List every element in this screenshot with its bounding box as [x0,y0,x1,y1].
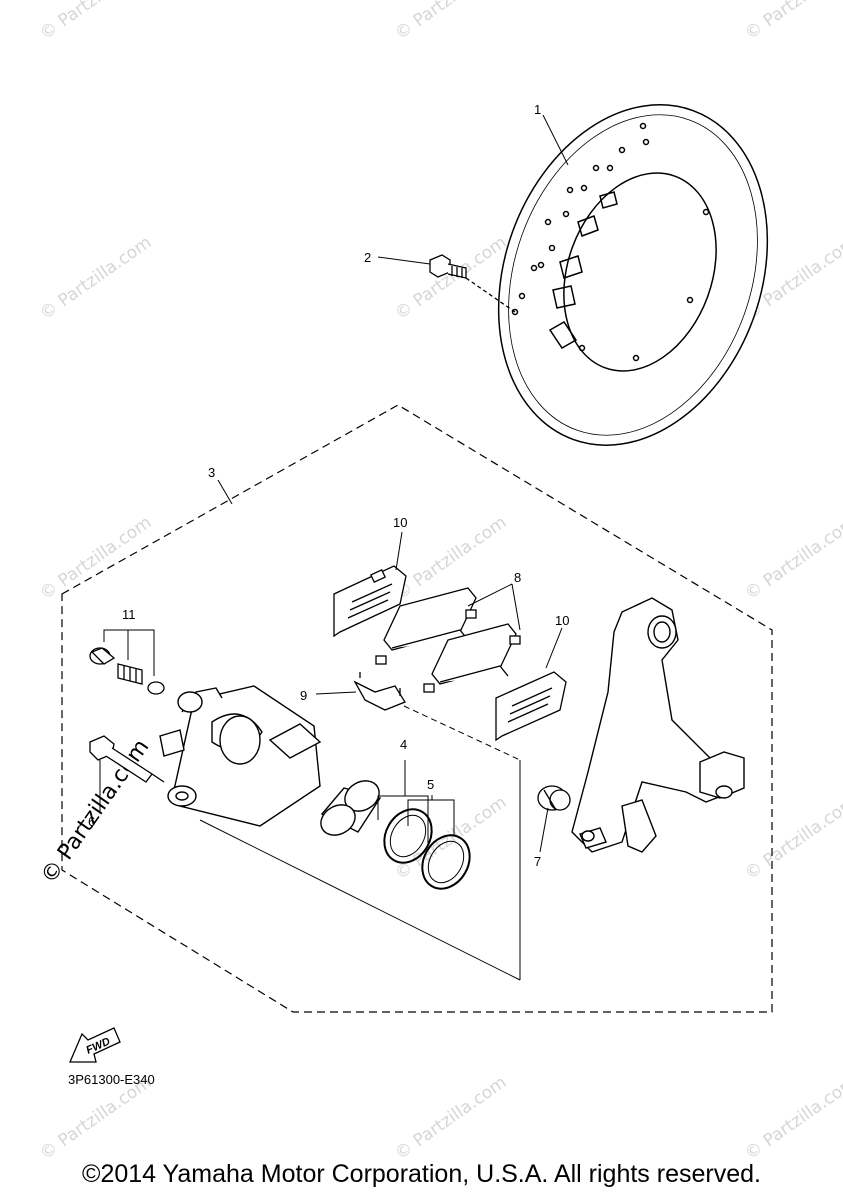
callout-11: 11 [122,607,136,622]
piston-seals [383,808,471,890]
disc-bolt [429,254,516,313]
watermark-text: © Partzilla.com [391,232,510,324]
brake-disc [497,104,769,446]
pad-shim-upper [333,565,407,638]
copyright-notice: ©2014 Yamaha Motor Corporation, U.S.A. A… [82,1160,761,1188]
caliper-body [159,685,322,827]
callout-1: 1 [534,102,541,117]
callout-7: 7 [534,854,541,869]
watermark-text: © Partzilla.com [391,1072,510,1164]
callout-2: 2 [364,250,371,265]
forward-label: FWD [84,1036,112,1057]
callout-5: 5 [427,777,434,792]
watermark-text: © Partzilla.com [391,792,510,884]
watermark-text: © Partzilla.com [741,512,843,604]
callout-3: 3 [208,465,215,480]
forward-arrow-icon: FWD [69,1027,121,1063]
watermark-text: © Partzilla.com [741,0,843,44]
watermark-text: © Partzilla.com [36,512,155,604]
callout-10-upper: 10 [393,515,407,530]
rubber-boot [537,785,571,811]
watermark-text: © Partzilla.com [36,0,155,44]
brake-pad-2 [423,623,521,693]
pad-spring [353,672,406,711]
leader-lines [99,114,569,981]
watermark-text: © Partzilla.com [391,0,510,44]
watermark-text: © Partzilla.com [741,792,843,884]
watermark-text: © Partzilla.com [391,512,510,604]
brake-pad-1 [375,587,477,665]
caliper-bracket [571,597,745,853]
watermark-text: © Partzilla.com [741,1072,843,1164]
callout-4: 4 [400,737,407,752]
callout-8: 8 [514,570,521,585]
callout-6: 6 [88,814,95,829]
caliper-piston [320,780,382,836]
slide-pin-bolt [89,735,165,783]
diagram-code: 3P61300-E340 [68,1072,155,1087]
callout-9: 9 [300,688,307,703]
pad-shim-lower [495,671,567,742]
assembly-boundary [61,404,773,1013]
bleed-screw-set [89,647,165,695]
callout-10-lower: 10 [555,613,569,628]
watermark-text: © Partzilla.com [36,232,155,324]
